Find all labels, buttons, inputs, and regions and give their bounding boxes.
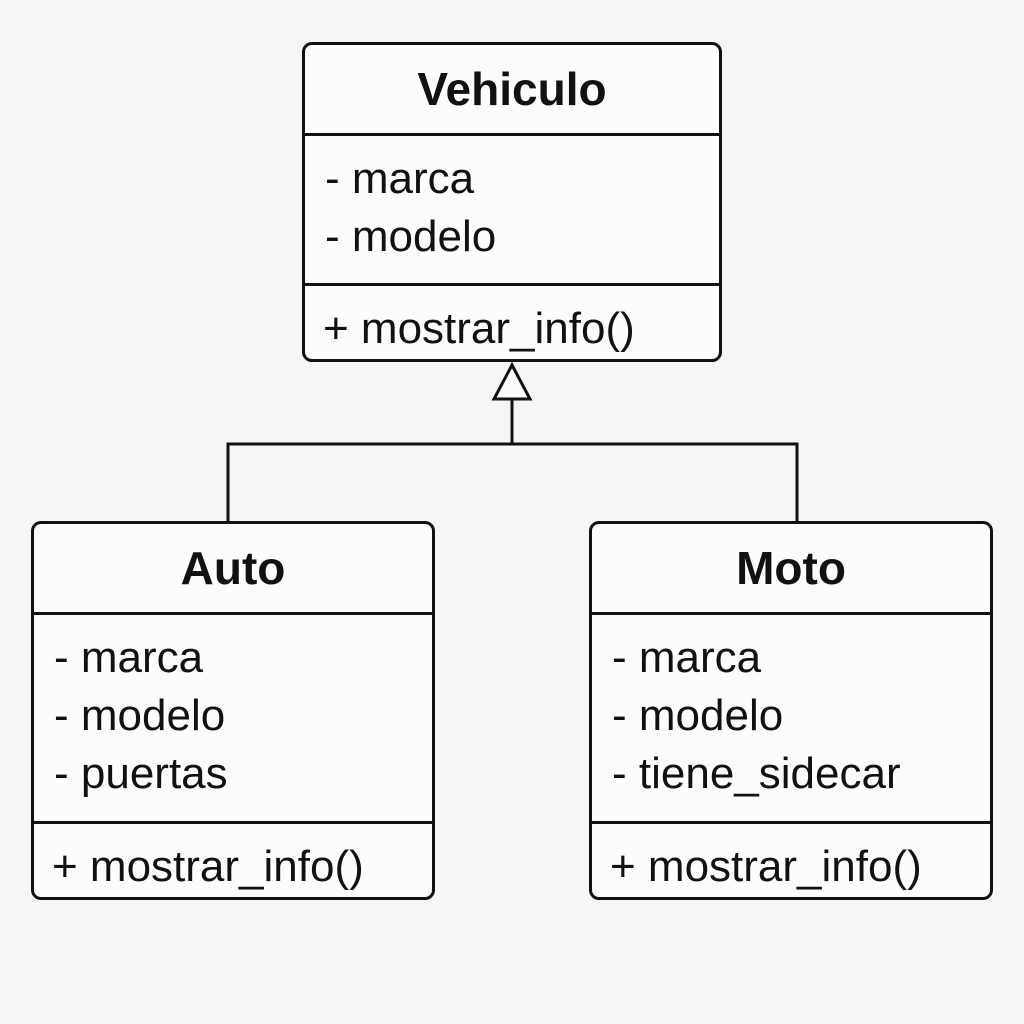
attributes-compartment: - marca - modelo - tiene_sidecar <box>592 615 990 824</box>
method: + mostrar_info() <box>52 842 364 891</box>
method: + mostrar_info() <box>610 842 922 891</box>
class-box-auto: Auto - marca - modelo - puertas + mostra… <box>31 521 435 900</box>
attribute: - modelo <box>54 691 226 740</box>
attribute: - marca <box>54 633 204 682</box>
generalization-arrowhead-icon <box>491 361 533 401</box>
attribute: - marca <box>612 633 762 682</box>
attribute: - puertas <box>54 749 228 798</box>
attributes-compartment: - marca - modelo - puertas <box>34 615 432 824</box>
inheritance-line-auto <box>226 442 512 521</box>
methods-compartment: + mostrar_info() <box>34 824 432 896</box>
attribute: - tiene_sidecar <box>612 749 901 798</box>
class-box-moto: Moto - marca - modelo - tiene_sidecar + … <box>589 521 993 900</box>
methods-compartment: + mostrar_info() <box>592 824 990 896</box>
class-name: Moto <box>592 524 990 615</box>
class-box-vehiculo: Vehiculo - marca - modelo + mostrar_info… <box>302 42 722 362</box>
attribute: - modelo <box>612 691 784 740</box>
attributes-compartment: - marca - modelo <box>305 136 719 286</box>
attribute: - marca <box>325 154 475 203</box>
class-name: Auto <box>34 524 432 615</box>
class-name: Vehiculo <box>305 45 719 136</box>
methods-compartment: + mostrar_info() <box>305 286 719 358</box>
method: + mostrar_info() <box>323 304 635 353</box>
inheritance-line-moto <box>512 442 799 521</box>
attribute: - modelo <box>325 212 497 261</box>
